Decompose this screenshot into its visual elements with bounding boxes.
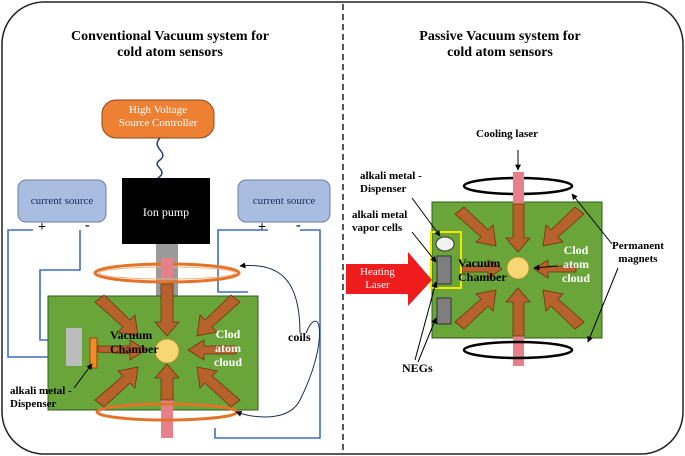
magnets-line1: Permanent [612, 240, 664, 252]
dispenser-right-line2: Dispenser [360, 182, 407, 195]
cooling-laser-label: Cooling laser [476, 128, 539, 140]
plus-right: + [258, 220, 266, 235]
magnets-label: Permanent magnets [612, 240, 664, 265]
hv-controller-label: High Voltage Source Controller [102, 104, 214, 130]
vapor-cells-label: alkali metal vapor cells [352, 209, 407, 234]
magnets-line2: magnets [618, 252, 658, 265]
atom-cloud-left-line2: atom [215, 340, 241, 355]
atom-cloud-leader-right [533, 264, 559, 271]
current-source-left-label: current source [30, 195, 94, 207]
heating-laser-arrow [346, 252, 432, 306]
heating-laser-line2: Laser [365, 278, 390, 291]
atom-cloud-label-right: Clod atom cloud [562, 243, 591, 285]
dispenser-label-left: alkali metal - Dispenser [10, 385, 72, 410]
dispenser-label-right: alkali metal - Dispenser [360, 170, 422, 195]
hv-controller-line1: High Voltage [129, 104, 187, 116]
minus-left: - [85, 218, 90, 233]
vacuum-chamber-left-line2: Chamber [110, 341, 159, 356]
dispenser-rod-left [89, 337, 98, 369]
hv-cable [156, 137, 164, 179]
dispenser-capsule [435, 236, 455, 252]
hv-controller-line2: Source Controller [118, 117, 198, 130]
atom-cloud-right-line1: Clod [563, 243, 589, 257]
vacuum-chamber-left-line1: Vacuum [110, 328, 153, 342]
current-source-right-label: current source [252, 195, 316, 207]
right-title-line1: Passive Vacuum system for [419, 29, 581, 44]
leaders-right [411, 193, 619, 363]
dispenser-right-line1: alkali metal - [360, 170, 422, 182]
cooling-beams-right [454, 203, 585, 337]
minus-right: - [296, 218, 301, 233]
negs-label: NEGs [402, 361, 433, 375]
heating-laser-label: Heating Laser [360, 266, 395, 291]
dispenser-left-line2: Dispenser [10, 397, 57, 410]
current-source-left-box [17, 179, 107, 223]
atom-cloud-left-line3: cloud [214, 354, 243, 369]
cooling-beams-left [94, 283, 241, 408]
left-title-line1: Conventional Vacuum system for [71, 29, 269, 44]
laser-beam-top [161, 258, 173, 278]
ion-pump-box [122, 178, 210, 244]
current-source-right-box [237, 179, 331, 223]
atom-cloud-label-left: Clod atom cloud [214, 327, 243, 369]
ion-pump-label: Ion pump [142, 205, 190, 219]
laser-beam-bottom-right [513, 336, 524, 366]
magnet-bottom [462, 340, 574, 360]
chamber-flange [66, 328, 82, 366]
atom-cloud-left [154, 338, 180, 364]
vapor-cell [436, 255, 452, 285]
neg-element [436, 297, 452, 325]
atom-cloud-right-line2: atom [563, 256, 589, 271]
vacuum-chamber-label-left: Vacuum Chamber [110, 328, 159, 357]
right-title-line2: cold atom sensors [447, 45, 553, 61]
coils-label: coils [288, 330, 311, 344]
atom-cloud-right-line3: cloud [562, 270, 591, 285]
coils-leaders [235, 262, 321, 418]
vacuum-chamber-right-line1: Vacuum [458, 256, 501, 270]
atom-cloud-left-line1: Clod [215, 327, 241, 341]
vacuum-chamber-label-right: Vacuum Chamber [458, 256, 507, 285]
vapor-cells-line1: alkali metal [352, 209, 408, 221]
left-title-line2: cold atom sensors [117, 45, 223, 61]
dispenser-leader-left [73, 363, 93, 389]
vapor-cells-line2: vapor cells [352, 221, 403, 234]
right-title: Passive Vacuum system for cold atom sens… [380, 29, 620, 61]
hv-controller-box [101, 99, 215, 139]
heating-laser-line1: Heating [360, 266, 395, 278]
dispenser-left-line1: alkali metal - [10, 385, 72, 397]
vacuum-chamber-right-line2: Chamber [458, 269, 507, 284]
plus-left: + [38, 220, 46, 235]
left-title: Conventional Vacuum system for cold atom… [40, 29, 300, 61]
laser-beam-top-right [513, 172, 524, 204]
atom-cloud-right [506, 256, 530, 280]
